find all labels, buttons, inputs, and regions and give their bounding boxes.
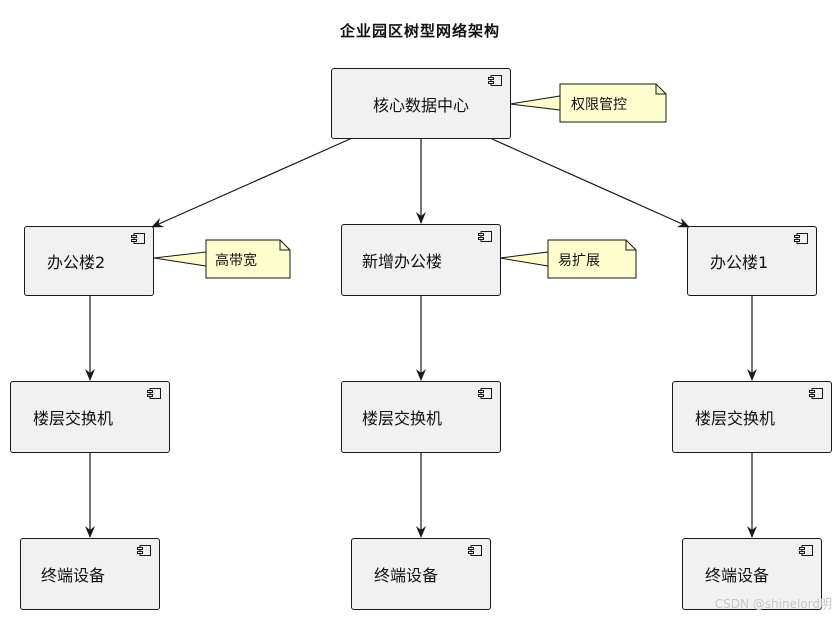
note-connector-core bbox=[509, 95, 561, 111]
component-icon bbox=[468, 545, 482, 556]
note-core-text: 权限管控 bbox=[571, 97, 627, 113]
node-terminal-1-label: 终端设备 bbox=[41, 566, 106, 585]
note-core bbox=[559, 83, 667, 123]
component-icon bbox=[809, 388, 823, 399]
edge-core-office2 bbox=[151, 138, 351, 228]
node-terminal-1[interactable]: 终端设备 bbox=[20, 538, 160, 610]
note-new-office-text: 易扩展 bbox=[558, 253, 600, 269]
node-core-label: 核心数据中心 bbox=[372, 95, 469, 115]
node-floor-switch-3-label: 楼层交换机 bbox=[695, 409, 776, 428]
component-icon bbox=[478, 231, 492, 242]
node-office1[interactable]: 办公楼1 bbox=[687, 226, 817, 296]
node-floor-switch-3[interactable]: 楼层交换机 bbox=[672, 381, 832, 453]
component-icon bbox=[147, 388, 161, 399]
node-terminal-3-label: 终端设备 bbox=[705, 566, 770, 585]
component-icon bbox=[488, 75, 502, 86]
note-office2 bbox=[205, 239, 291, 279]
node-office2[interactable]: 办公楼2 bbox=[24, 226, 154, 296]
node-terminal-2[interactable]: 终端设备 bbox=[351, 538, 491, 610]
watermark: CSDN @shinelord明 bbox=[714, 597, 832, 611]
component-icon bbox=[478, 388, 492, 399]
node-office1-label: 办公楼1 bbox=[710, 253, 769, 272]
node-terminal-3[interactable]: 终端设备 bbox=[682, 538, 822, 610]
component-icon bbox=[799, 545, 813, 556]
component-icon bbox=[137, 545, 151, 556]
node-core[interactable]: 核心数据中心 bbox=[331, 68, 511, 139]
node-floor-switch-2-label: 楼层交换机 bbox=[362, 409, 443, 428]
edge-core-office1 bbox=[491, 138, 690, 228]
node-floor-switch-1[interactable]: 楼层交换机 bbox=[10, 381, 170, 453]
component-icon bbox=[794, 233, 808, 244]
node-floor-switch-2[interactable]: 楼层交换机 bbox=[341, 381, 501, 453]
note-connector-new-office bbox=[499, 251, 549, 267]
note-connector-office2 bbox=[153, 251, 207, 267]
node-terminal-2-label: 终端设备 bbox=[374, 566, 439, 585]
note-office2-text: 高带宽 bbox=[215, 253, 257, 269]
node-office2-label: 办公楼2 bbox=[47, 253, 106, 272]
node-new-office[interactable]: 新增办公楼 bbox=[341, 224, 501, 296]
note-new-office bbox=[547, 239, 637, 279]
component-icon bbox=[131, 233, 145, 244]
diagram-title: 企业园区树型网络架构 bbox=[339, 22, 500, 40]
node-new-office-label: 新增办公楼 bbox=[362, 252, 443, 271]
node-floor-switch-1-label: 楼层交换机 bbox=[33, 409, 114, 428]
